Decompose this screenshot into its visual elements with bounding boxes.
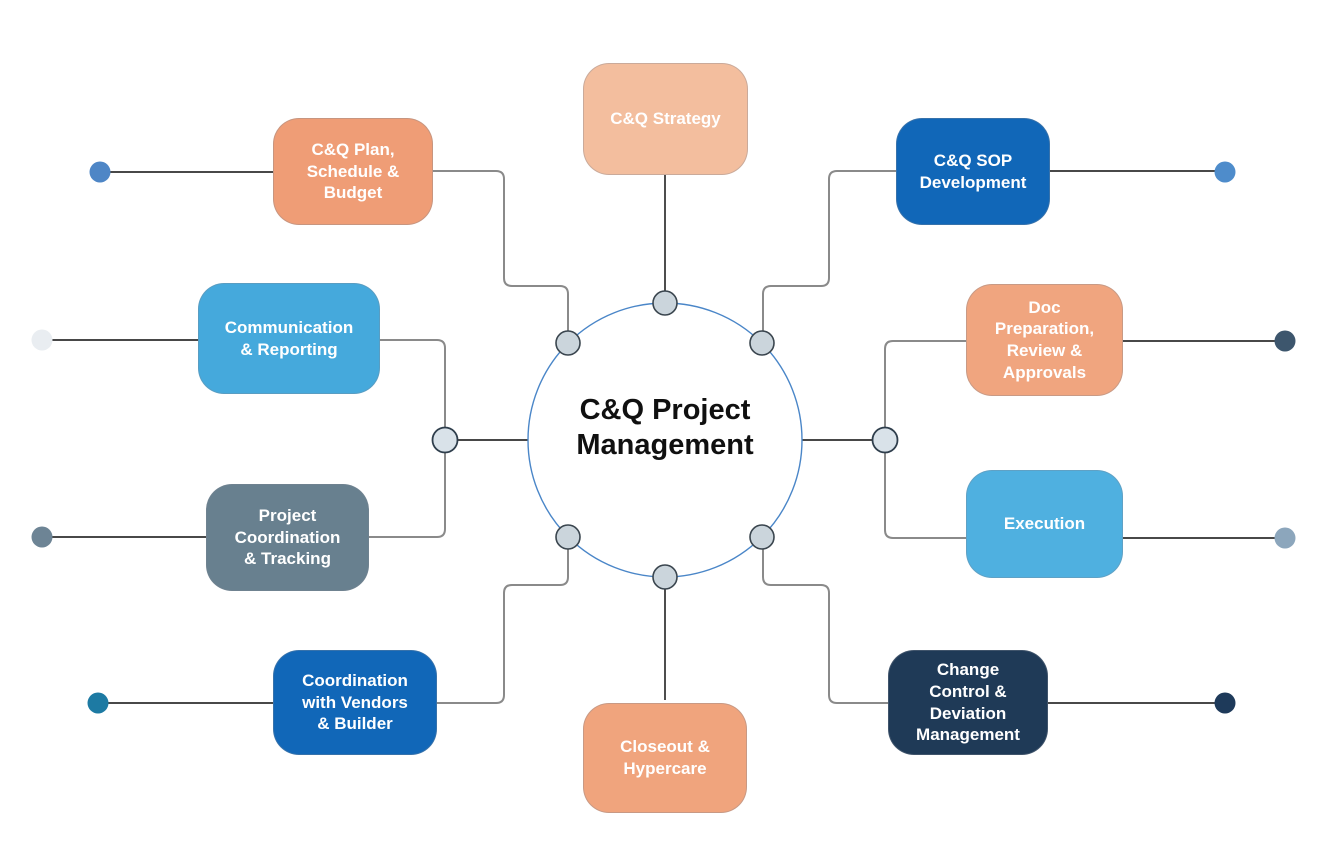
node-cq-plan-schedule-budget: C&Q Plan, Schedule & Budget [273, 118, 433, 225]
center-label: C&Q Project Management [576, 394, 754, 461]
endpoint-dot-right-lower [1274, 527, 1296, 549]
circle-connection-dot-top-left [555, 330, 581, 356]
junction-dot-left [431, 426, 459, 454]
endpoint-dot-left-mid [31, 329, 53, 351]
connector-elbow-change [762, 537, 888, 704]
endpoint-dot-right-top [1214, 161, 1236, 183]
node-cq-strategy: C&Q Strategy [583, 63, 748, 175]
node-execution: Execution [966, 470, 1123, 578]
connector-elbow-sop [762, 170, 896, 343]
endpoint-dot-right-bottom [1214, 692, 1236, 714]
node-cq-sop-development: C&Q SOP Development [896, 118, 1050, 225]
endpoint-dot-left-top [89, 161, 111, 183]
node-communication-reporting: Communication & Reporting [198, 283, 380, 394]
endpoint-dot-right-mid [1274, 330, 1296, 352]
circle-connection-dot-top-right [749, 330, 775, 356]
connector-elbow-plan [433, 170, 569, 343]
circle-connection-dot-top [652, 290, 678, 316]
node-change-control-deviation: Change Control & Deviation Management [888, 650, 1048, 755]
endpoint-dot-left-bottom [87, 692, 109, 714]
circle-connection-dot-bottom-right [749, 524, 775, 550]
circle-connection-dot-bottom-left [555, 524, 581, 550]
node-closeout-hypercare: Closeout & Hypercare [583, 703, 747, 813]
connector-elbow-vendors [437, 537, 569, 704]
junction-dot-right [871, 426, 899, 454]
node-project-coordination-tracking: Project Coordination & Tracking [206, 484, 369, 591]
node-coordination-vendors-builder: Coordination with Vendors & Builder [273, 650, 437, 755]
node-doc-preparation-review-approvals: Doc Preparation, Review & Approvals [966, 284, 1123, 396]
endpoint-dot-left-lower [31, 526, 53, 548]
circle-connection-dot-bottom [652, 564, 678, 590]
